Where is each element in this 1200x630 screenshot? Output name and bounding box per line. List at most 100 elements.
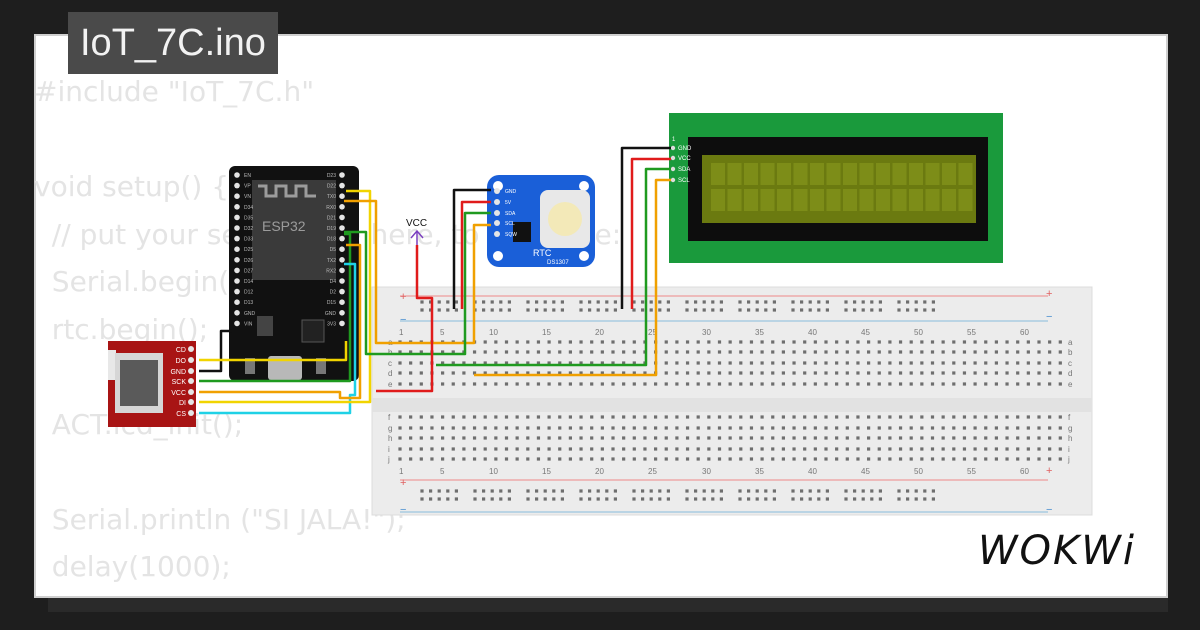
svg-text:i: i [388, 445, 390, 454]
wire-red [376, 245, 434, 393]
svg-text:D19: D19 [327, 226, 336, 232]
rail-plus-label: + [400, 477, 406, 489]
svg-text:j: j [1067, 455, 1070, 464]
rail-minus-label: − [400, 314, 406, 326]
svg-text:VIN: VIN [244, 321, 253, 327]
wire-yellow [199, 341, 348, 362]
rtc-model: DS1307 [547, 260, 569, 266]
esp32-board[interactable]: ESP32 ENVPVND34D35D32D33D25D26D27D14D12D… [229, 166, 359, 381]
svg-text:60: 60 [1020, 328, 1029, 337]
rtc-pin-labels: GND 5V SDA SCL SQW [505, 189, 517, 238]
svg-text:D4: D4 [330, 279, 337, 285]
svg-text:1: 1 [399, 328, 404, 337]
svg-text:j: j [387, 455, 390, 464]
lcd-pin-pads [670, 145, 676, 183]
rail-minus-label: − [1046, 311, 1052, 323]
svg-text:RX0: RX0 [326, 205, 336, 211]
svg-text:GND: GND [505, 189, 517, 195]
svg-text:TX2: TX2 [327, 258, 336, 264]
svg-text:5: 5 [440, 467, 445, 476]
sd-pin-labels: CD DO GND SCK VCC DI CS [170, 347, 186, 418]
esp32-right-pin-header: D23D22TX0RX0D21D19D18D5TX2RX2D4D2D15GND3… [325, 172, 345, 327]
svg-text:c: c [1068, 359, 1072, 368]
svg-text:GND: GND [325, 311, 337, 317]
svg-text:15: 15 [542, 328, 551, 337]
svg-text:D5: D5 [330, 247, 337, 253]
column-numbers-top: 1 5 10 15 20 25 30 35 40 45 50 55 60 [399, 328, 1029, 337]
sd-pin-pads [188, 346, 194, 416]
wire-red [460, 200, 491, 309]
rtc-label: RTC [533, 248, 552, 258]
rail-plus-label: + [400, 291, 406, 303]
svg-text:VCC: VCC [678, 156, 691, 162]
svg-text:h: h [1068, 434, 1072, 443]
svg-text:d: d [1068, 369, 1072, 378]
code-line: Serial.println ("SI JALA!"); [34, 502, 406, 536]
svg-text:CS: CS [176, 411, 186, 418]
svg-text:D14: D14 [244, 279, 253, 285]
lcd-pin1-marker: 1 [672, 137, 676, 143]
svg-text:50: 50 [914, 328, 923, 337]
svg-text:45: 45 [861, 467, 870, 476]
svg-text:1: 1 [399, 467, 404, 476]
svg-text:20: 20 [595, 467, 604, 476]
lcd-display[interactable]: 1 GND VCC SDA SCL [669, 113, 1003, 263]
vcc-power-symbol[interactable]: VCC [406, 218, 427, 245]
svg-text:GND: GND [678, 146, 692, 152]
svg-text:60: 60 [1020, 467, 1029, 476]
svg-text:25: 25 [648, 328, 657, 337]
wires [199, 146, 671, 415]
svg-text:20: 20 [595, 328, 604, 337]
row-letters-bottom: f g h i j f g h i j [387, 413, 1072, 464]
wire-black [452, 188, 491, 309]
svg-text:a: a [1068, 338, 1073, 347]
svg-text:DI: DI [179, 400, 186, 407]
svg-text:5V: 5V [505, 200, 512, 206]
svg-text:VCC: VCC [171, 390, 186, 397]
svg-text:b: b [1068, 348, 1073, 357]
svg-text:SDA: SDA [678, 167, 690, 173]
wire-red [630, 157, 671, 309]
svg-text:35: 35 [755, 467, 764, 476]
svg-text:55: 55 [967, 467, 976, 476]
rail-minus-label: − [1046, 504, 1052, 516]
svg-text:15: 15 [542, 467, 551, 476]
svg-text:i: i [1068, 445, 1070, 454]
svg-text:RX2: RX2 [326, 268, 336, 274]
wire-orange [199, 243, 362, 400]
rail-plus-label: + [1046, 288, 1052, 300]
project-title: IoT_7C.ino [68, 12, 278, 74]
code-line: #include "IoT_7C.h" [34, 75, 315, 108]
svg-text:D25: D25 [244, 247, 253, 253]
wire-green [436, 167, 671, 367]
svg-text:5: 5 [440, 328, 445, 337]
svg-text:D22: D22 [327, 184, 336, 190]
svg-text:GND: GND [170, 369, 186, 376]
svg-text:D21: D21 [327, 215, 336, 221]
svg-text:VP: VP [244, 184, 251, 190]
rtc-module[interactable]: RTC DS1307 GND 5V SDA SCL SQW [487, 175, 595, 267]
svg-text:e: e [1068, 380, 1073, 389]
breadboard[interactable]: + + − − + + − − 1 5 10 15 20 25 30 35 40… [371, 286, 1093, 516]
svg-text:CD: CD [176, 347, 186, 354]
code-line: void setup() { [34, 170, 230, 203]
svg-text:35: 35 [755, 328, 764, 337]
esp32-label: ESP32 [262, 218, 306, 234]
wire-green [199, 232, 352, 383]
svg-text:b: b [388, 348, 393, 357]
svg-text:SCL: SCL [678, 178, 690, 184]
wire-black [199, 329, 232, 373]
lcd-pin-labels: GND VCC SDA SCL [678, 146, 692, 184]
svg-text:g: g [388, 424, 392, 433]
svg-text:f: f [388, 413, 391, 422]
code-line: rtc.begin(); [34, 312, 209, 346]
svg-text:h: h [388, 434, 392, 443]
sd-card-module[interactable]: CD DO GND SCK VCC DI CS [108, 341, 196, 427]
svg-text:55: 55 [967, 328, 976, 337]
svg-text:D27: D27 [244, 268, 253, 274]
wire-green [344, 211, 491, 356]
svg-text:D32: D32 [244, 226, 253, 232]
svg-text:c: c [388, 359, 392, 368]
svg-text:VN: VN [244, 194, 251, 200]
